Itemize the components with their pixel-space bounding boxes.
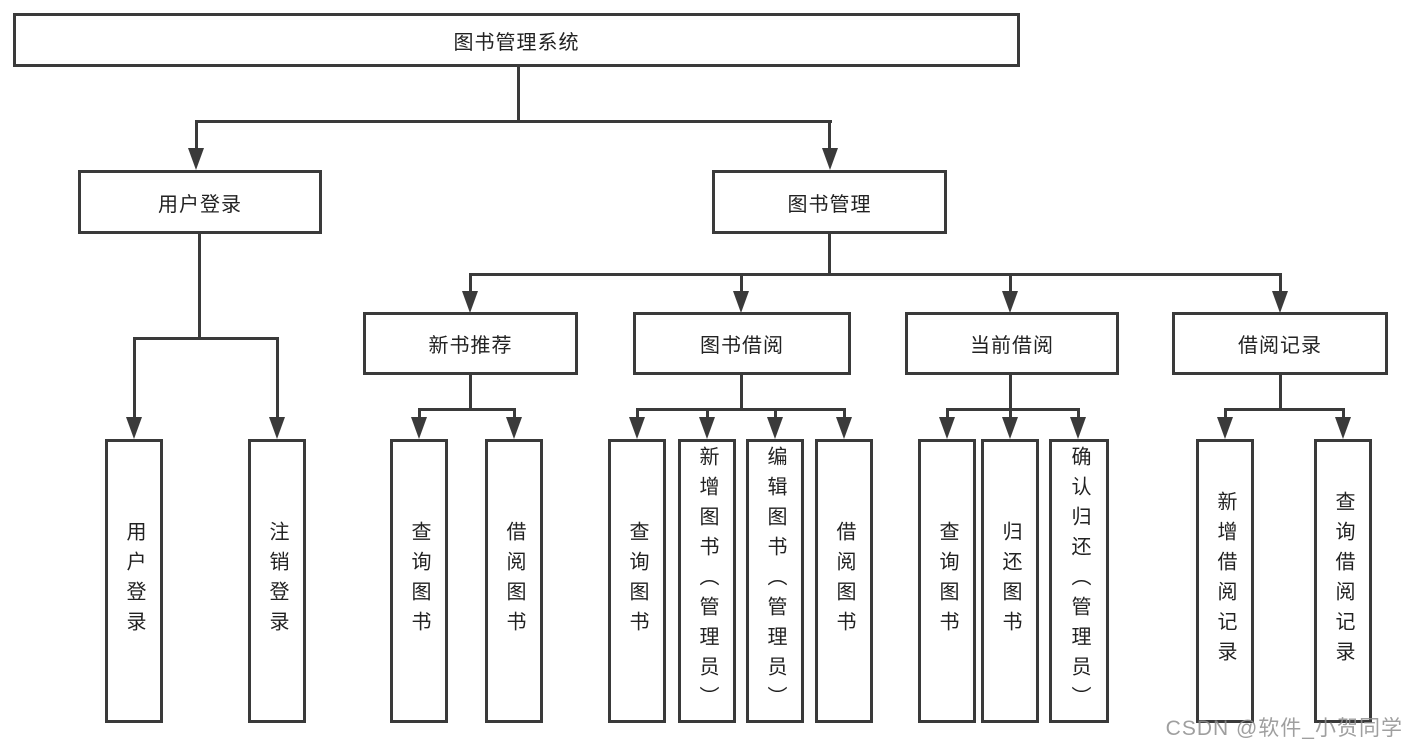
- arrow-down-icon: [462, 291, 478, 313]
- leaf-query-books-recommend: 查询图书: [390, 439, 448, 723]
- connector-group1-rail: [418, 408, 515, 411]
- node-user-login-label: 用户登录: [158, 193, 242, 216]
- node-current-borrow-label: 当前借阅: [970, 335, 1054, 357]
- connector-drop: [740, 273, 743, 294]
- leaf-query-books-recommend-label: 查询图书: [408, 521, 430, 641]
- node-root-label: 图书管理系统: [453, 31, 580, 54]
- connector-stub: [740, 374, 743, 409]
- connector-drop: [276, 337, 279, 420]
- leaf-user-login: 用户登录: [105, 439, 163, 723]
- arrow-down-icon: [126, 417, 142, 439]
- connector-drop: [133, 337, 136, 420]
- connector-group4-rail: [1224, 408, 1344, 411]
- node-current-borrow: 当前借阅: [905, 312, 1119, 375]
- connector-drop: [706, 408, 709, 420]
- node-user-login: 用户登录: [78, 170, 322, 234]
- node-book-management: 图书管理: [712, 170, 947, 234]
- connector-user-rail: [133, 337, 279, 340]
- arrow-down-icon: [506, 417, 522, 439]
- arrow-down-icon: [939, 417, 955, 439]
- leaf-query-borrow-record: 查询借阅记录: [1314, 439, 1372, 723]
- arrow-down-icon: [767, 417, 783, 439]
- leaf-edit-book-admin-label: 编辑图书（管理员）: [764, 446, 786, 716]
- arrow-down-icon: [836, 417, 852, 439]
- arrow-down-icon: [1002, 291, 1018, 313]
- leaf-query-books-borrow-label: 查询图书: [626, 521, 648, 641]
- node-root: 图书管理系统: [13, 13, 1020, 67]
- leaf-borrow-books-recommend-label: 借阅图书: [503, 521, 525, 641]
- leaf-query-borrow-record-label: 查询借阅记录: [1332, 491, 1354, 671]
- node-book-borrow: 图书借阅: [633, 312, 851, 375]
- leaf-add-book-admin: 新增图书（管理员）: [678, 439, 736, 723]
- connector-drop: [774, 408, 777, 420]
- leaf-add-book-admin-label: 新增图书（管理员）: [696, 446, 718, 716]
- leaf-query-books-borrow: 查询图书: [608, 439, 666, 723]
- connector-stub: [469, 374, 472, 409]
- connector-drop: [418, 408, 421, 420]
- connector-l2-rail: [469, 273, 1282, 276]
- leaf-logout: 注销登录: [248, 439, 306, 723]
- leaf-borrow-books-recommend: 借阅图书: [485, 439, 543, 723]
- arrow-down-icon: [1217, 417, 1233, 439]
- leaf-query-books-current: 查询图书: [918, 439, 976, 723]
- arrow-down-icon: [733, 291, 749, 313]
- node-borrow-records: 借阅记录: [1172, 312, 1388, 375]
- connector-drop: [513, 408, 516, 420]
- arrow-down-icon: [629, 417, 645, 439]
- node-new-book-recommend: 新书推荐: [363, 312, 578, 375]
- connector-drop: [1077, 408, 1080, 420]
- connector-drop: [195, 120, 198, 151]
- watermark-text: CSDN @软件_小贺同学: [1165, 717, 1403, 740]
- connector-drop: [1224, 408, 1227, 420]
- connector-drop: [843, 408, 846, 420]
- connector-group3-rail: [946, 408, 1079, 411]
- leaf-user-login-label: 用户登录: [123, 521, 145, 641]
- leaf-edit-book-admin: 编辑图书（管理员）: [746, 439, 804, 723]
- leaf-confirm-return-admin-label: 确认归还（管理员）: [1068, 446, 1090, 716]
- connector-drop: [636, 408, 639, 420]
- connector-drop: [1009, 408, 1012, 420]
- arrow-down-icon: [822, 148, 838, 170]
- connector-drop: [828, 120, 831, 151]
- arrow-down-icon: [269, 417, 285, 439]
- leaf-logout-label: 注销登录: [266, 521, 288, 641]
- leaf-return-book-label: 归还图书: [999, 521, 1021, 641]
- connector-mgmt-stub: [828, 233, 831, 274]
- leaf-borrow-books: 借阅图书: [815, 439, 873, 723]
- leaf-add-borrow-record-label: 新增借阅记录: [1214, 491, 1236, 671]
- arrow-down-icon: [1335, 417, 1351, 439]
- connector-drop: [469, 273, 472, 294]
- leaf-query-books-current-label: 查询图书: [936, 521, 958, 641]
- connector-stub: [1279, 374, 1282, 409]
- leaf-return-book: 归还图书: [981, 439, 1039, 723]
- node-book-borrow-label: 图书借阅: [700, 335, 784, 357]
- arrow-down-icon: [1272, 291, 1288, 313]
- node-borrow-records-label: 借阅记录: [1238, 335, 1322, 357]
- connector-group2-rail: [636, 408, 845, 411]
- connector-drop: [946, 408, 949, 420]
- leaf-borrow-books-label: 借阅图书: [833, 521, 855, 641]
- leaf-confirm-return-admin: 确认归还（管理员）: [1049, 439, 1109, 723]
- connector-drop: [1279, 273, 1282, 294]
- node-book-management-label: 图书管理: [787, 193, 872, 216]
- arrow-down-icon: [1002, 417, 1018, 439]
- arrow-down-icon: [188, 148, 204, 170]
- connector-root-stub: [517, 66, 520, 121]
- arrow-down-icon: [411, 417, 427, 439]
- connector-stub: [1009, 374, 1012, 409]
- arrow-down-icon: [699, 417, 715, 439]
- connector-drop: [1009, 273, 1012, 294]
- connector-drop: [1342, 408, 1345, 420]
- connector-user-stub: [198, 233, 201, 338]
- arrow-down-icon: [1070, 417, 1086, 439]
- node-new-book-recommend-label: 新书推荐: [428, 335, 513, 357]
- connector-l1-rail: [195, 120, 832, 123]
- leaf-add-borrow-record: 新增借阅记录: [1196, 439, 1254, 723]
